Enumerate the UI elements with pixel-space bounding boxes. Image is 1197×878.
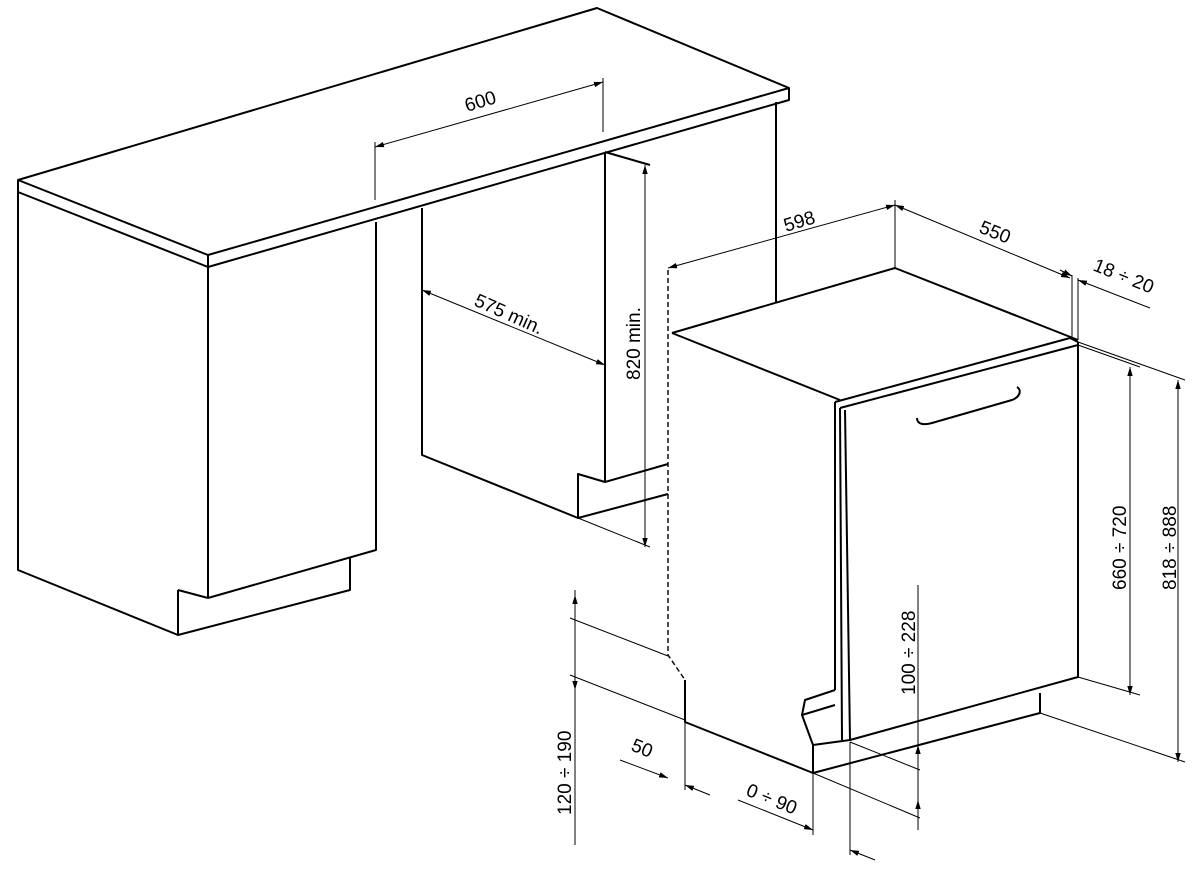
countertop [17,7,790,268]
label-appliance-depth: 550 [976,217,1013,248]
label-plinth-setback: 50 [628,735,655,762]
label-plinth-height: 100 ÷ 228 [899,611,920,695]
dimension-lines [374,78,1186,861]
label-niche-height: 820 min. [624,307,645,380]
label-appliance-width: 598 [781,207,817,236]
label-niche-width: 600 [462,87,498,116]
label-door-thickness: 18 ÷ 20 [1090,255,1157,298]
label-door-height: 660 ÷ 720 [1110,506,1131,590]
label-appliance-height: 818 ÷ 888 [1160,506,1181,590]
left-cabinet [17,192,377,636]
label-plinth-range: 120 ÷ 190 [555,731,576,815]
dishwasher [667,267,1079,774]
door-handle [916,386,1021,426]
